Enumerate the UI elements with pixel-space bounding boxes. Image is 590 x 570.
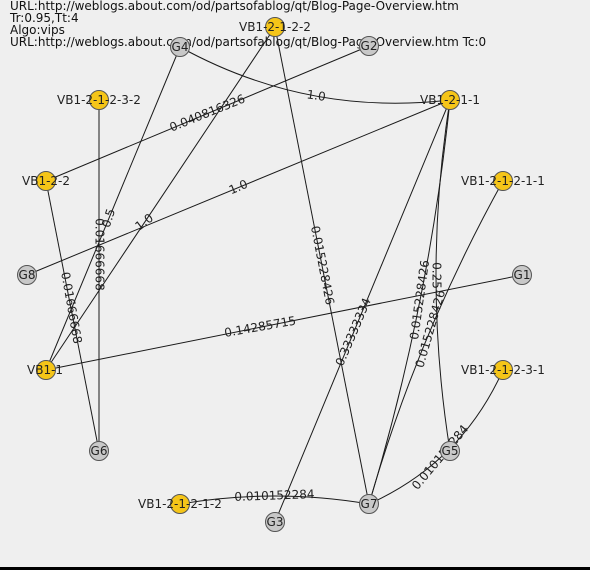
node-label: G2 — [361, 39, 378, 53]
node-label: G7 — [361, 497, 378, 511]
node-label: G3 — [267, 515, 284, 529]
vb-node-circle[interactable] — [36, 360, 56, 380]
edge-VB1-1-to-VB1-2-1-2-2 — [45, 26, 276, 371]
edge-weight-label: 0.25 — [430, 262, 444, 289]
g-node-circle[interactable] — [512, 265, 532, 285]
edge-VB1-1-to-G1 — [45, 274, 523, 371]
node-vb1-2-1-2-1-1[interactable]: VB1-2-1-2-1-1 — [461, 171, 545, 191]
node-vb1-2-2[interactable]: VB1-2-2 — [22, 171, 70, 191]
node-g7[interactable]: G7 — [359, 494, 379, 514]
edge-G4-to-VB1-2-1-1 — [179, 46, 451, 104]
node-vb1-2-1-2-2[interactable]: VB1-2-1-2-2 — [239, 17, 311, 37]
g-node-circle[interactable] — [89, 441, 109, 461]
edge-weight-label: 0.33333334 — [333, 296, 374, 368]
node-g2[interactable]: G2 — [359, 36, 379, 56]
node-label: VB1-2-1-2-1-1 — [461, 174, 545, 188]
vb-node-circle[interactable] — [265, 17, 285, 37]
node-g5[interactable]: G5 — [440, 441, 460, 461]
node-label: VB1-2-1-1 — [420, 93, 480, 107]
node-vb1-2-1-2-3-1[interactable]: VB1-2-1-2-3-1 — [461, 360, 545, 380]
g-node-circle[interactable] — [265, 512, 285, 532]
edge-weight-label: 0.015228426 — [308, 225, 337, 306]
header-threshold-line: Tr:0.95,Tt:4 — [10, 11, 79, 25]
vb-node-circle[interactable] — [493, 171, 513, 191]
node-label: G8 — [19, 268, 36, 282]
g-node-circle[interactable] — [170, 37, 190, 57]
node-label: G6 — [91, 444, 108, 458]
edge-weight-label: 0.14285715 — [223, 314, 297, 340]
node-label: VB1-2-1-2-1-2 — [138, 497, 222, 511]
node-g1[interactable]: G1 — [512, 265, 532, 285]
edge-G8-to-VB1-2-1-1 — [26, 99, 451, 276]
vb-node-circle[interactable] — [36, 171, 56, 191]
edges-layer — [26, 26, 523, 523]
node-label: VB1-2-1-2-3-2 — [57, 93, 141, 107]
node-label: VB1-2-1-2-3-1 — [461, 363, 545, 377]
edge-VB1-2-1-1-to-G5 — [435, 99, 451, 452]
bottom-border — [0, 567, 590, 570]
node-g4[interactable]: G4 — [170, 37, 190, 57]
vb-node-circle[interactable] — [170, 494, 190, 514]
node-label: G4 — [172, 40, 189, 54]
node-g6[interactable]: G6 — [89, 441, 109, 461]
edge-VB1-2-2-to-G6 — [45, 180, 100, 452]
g-node-circle[interactable] — [17, 265, 37, 285]
node-label: G5 — [442, 444, 459, 458]
edge-VB1-2-2-to-G2 — [45, 45, 370, 182]
vb-node-circle[interactable] — [440, 90, 460, 110]
edge-VB1-2-1-2-1-2-to-G7 — [179, 495, 370, 505]
vb-node-circle[interactable] — [89, 90, 109, 110]
vb-node-circle[interactable] — [493, 360, 513, 380]
edge-VB1-2-1-1-to-G7 — [368, 99, 451, 505]
edge-weight-label: 0.5 — [99, 207, 118, 229]
edge-weight-label: 1.0 — [306, 87, 327, 104]
edge-weight-label: 1.0 — [227, 177, 250, 197]
edge-VB1-2-1-1-to-G3 — [274, 99, 451, 523]
g-node-circle[interactable] — [440, 441, 460, 461]
node-label: VB1-1 — [27, 363, 63, 377]
edge-weight-label: 0.01666668 — [93, 218, 107, 291]
g-node-circle[interactable] — [359, 494, 379, 514]
node-vb1-2-1-2-3-2[interactable]: VB1-2-1-2-3-2 — [57, 90, 141, 110]
edge-VB1-2-1-2-2-to-G7 — [274, 26, 370, 505]
node-vb1-2-1-2-1-2[interactable]: VB1-2-1-2-1-2 — [138, 494, 222, 514]
node-label: VB1-2-2 — [22, 174, 70, 188]
node-vb1-2-1-1[interactable]: VB1-2-1-1 — [420, 90, 480, 110]
node-vb1-1[interactable]: VB1-1 — [27, 360, 63, 380]
node-g3[interactable]: G3 — [265, 512, 285, 532]
header-algo-line: Algo:vips — [10, 23, 65, 37]
node-label: G1 — [514, 268, 531, 282]
edge-weight-label: 0.010152284 — [234, 487, 315, 504]
edge-VB1-2-1-2-1-1-to-G7 — [368, 180, 504, 505]
edge-weight-label: 0.01666668 — [58, 271, 84, 345]
edge-weight-label: 0.010152284 — [409, 422, 471, 492]
g-node-circle[interactable] — [359, 36, 379, 56]
header-url-line: URL:http://weblogs.about.com/od/partsofa… — [10, 0, 459, 13]
node-label: VB1-2-1-2-2 — [239, 20, 311, 34]
edge-VB1-2-1-2-3-1-to-G7 — [368, 369, 504, 505]
node-g8[interactable]: G8 — [17, 265, 37, 285]
edge-G4-to-VB1-1 — [45, 46, 181, 371]
